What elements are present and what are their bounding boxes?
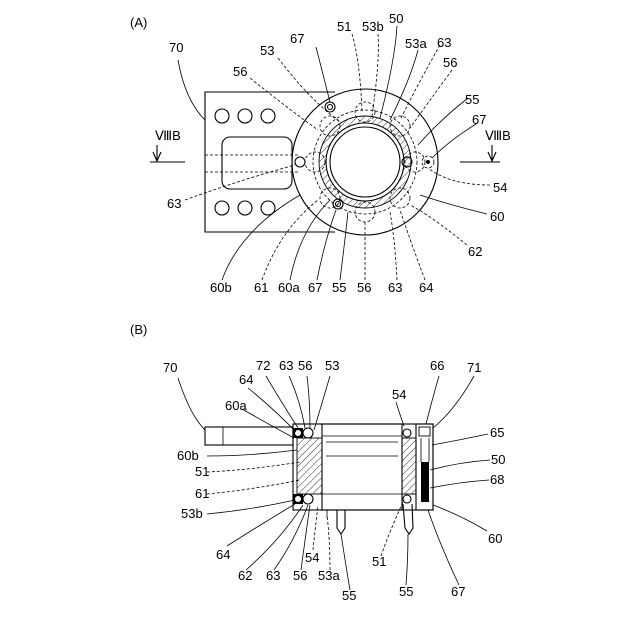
bracket-plate-70 xyxy=(205,427,293,445)
ref-56: 56 xyxy=(298,358,312,373)
ball-right-top xyxy=(403,429,411,437)
ref-66: 66 xyxy=(430,358,444,373)
ref-51: 51 xyxy=(195,464,209,479)
screw-67 xyxy=(325,102,335,112)
ref-60b: 60b xyxy=(177,448,199,463)
ball-56-top xyxy=(303,428,313,438)
ref-63: 63 xyxy=(388,280,402,295)
o-ring-bottom-center xyxy=(295,496,301,502)
plate-hole xyxy=(238,201,252,215)
figure-b-label: (B) xyxy=(130,322,147,337)
screw-hole xyxy=(295,157,305,167)
ref-56: 56 xyxy=(293,568,307,583)
o-ring-top-center xyxy=(295,430,301,436)
ref-55: 55 xyxy=(399,584,413,599)
ref-53b: 53b xyxy=(181,506,203,521)
ref-63: 63 xyxy=(167,196,181,211)
figure-b: (B) xyxy=(130,322,505,603)
ref-61: 61 xyxy=(195,486,209,501)
ref-56: 56 xyxy=(357,280,371,295)
screw-67-inner xyxy=(328,105,333,110)
ref-67: 67 xyxy=(472,112,486,127)
plate-window xyxy=(222,137,292,189)
ref-56: 56 xyxy=(233,64,247,79)
ref-67: 67 xyxy=(451,584,465,599)
screw-head-66 xyxy=(419,427,430,436)
ref-53: 53 xyxy=(325,358,339,373)
ref-54: 54 xyxy=(493,180,507,195)
ref-63: 63 xyxy=(266,568,280,583)
plate-hole xyxy=(238,109,252,123)
ref-53a: 53a xyxy=(405,36,427,51)
ref-61: 61 xyxy=(254,280,268,295)
ref-53a: 53a xyxy=(318,568,340,583)
ref-72: 72 xyxy=(256,358,270,373)
section-label-left: ⅧB xyxy=(155,128,181,143)
ref-60: 60 xyxy=(488,531,502,546)
figure-a-label: (A) xyxy=(130,15,147,30)
ref-50: 50 xyxy=(389,11,403,26)
ref-55: 55 xyxy=(332,280,346,295)
bracket-plate-70 xyxy=(205,92,335,232)
ref-70: 70 xyxy=(163,360,177,375)
ref-54: 54 xyxy=(305,550,319,565)
ref-65: 65 xyxy=(490,425,504,440)
pin-54-dot xyxy=(426,160,430,164)
ref-60a: 60a xyxy=(225,398,247,413)
bore xyxy=(322,424,402,510)
plate-hole xyxy=(215,109,229,123)
ref-64: 64 xyxy=(419,280,433,295)
ref-51: 51 xyxy=(372,554,386,569)
ref-53: 53 xyxy=(260,43,274,58)
nut-wall-left xyxy=(297,438,322,494)
ref-63: 63 xyxy=(279,358,293,373)
ref-60: 60 xyxy=(490,209,504,224)
ball-56-bottom xyxy=(303,494,313,504)
ref-64: 64 xyxy=(239,372,253,387)
nut-wall-right xyxy=(402,438,416,494)
figure-a: (A) xyxy=(130,11,511,295)
ref-55: 55 xyxy=(342,588,356,603)
plate-hole xyxy=(261,109,275,123)
ref-71: 71 xyxy=(467,360,481,375)
ref-64: 64 xyxy=(216,547,230,562)
plate-hole xyxy=(215,201,229,215)
ref-53b: 53b xyxy=(362,19,384,34)
ref-50: 50 xyxy=(491,452,505,467)
pin-55-right xyxy=(403,504,413,534)
ref-68: 68 xyxy=(490,472,504,487)
ball-right-bottom xyxy=(403,495,411,503)
pin-55-left xyxy=(337,510,345,534)
ref-56: 56 xyxy=(443,55,457,70)
ref-62: 62 xyxy=(468,244,482,259)
ref-67: 67 xyxy=(290,31,304,46)
ref-54: 54 xyxy=(392,387,406,402)
spring-68 xyxy=(421,462,429,502)
bore xyxy=(326,123,404,201)
ref-62: 62 xyxy=(238,568,252,583)
section-label-right: ⅧB xyxy=(485,128,511,143)
ref-67: 67 xyxy=(308,280,322,295)
ref-55: 55 xyxy=(465,92,479,107)
ref-63: 63 xyxy=(437,35,451,50)
ref-70: 70 xyxy=(169,40,183,55)
ref-60b: 60b xyxy=(210,280,232,295)
ref-60a: 60a xyxy=(278,280,300,295)
ref-51: 51 xyxy=(337,19,351,34)
